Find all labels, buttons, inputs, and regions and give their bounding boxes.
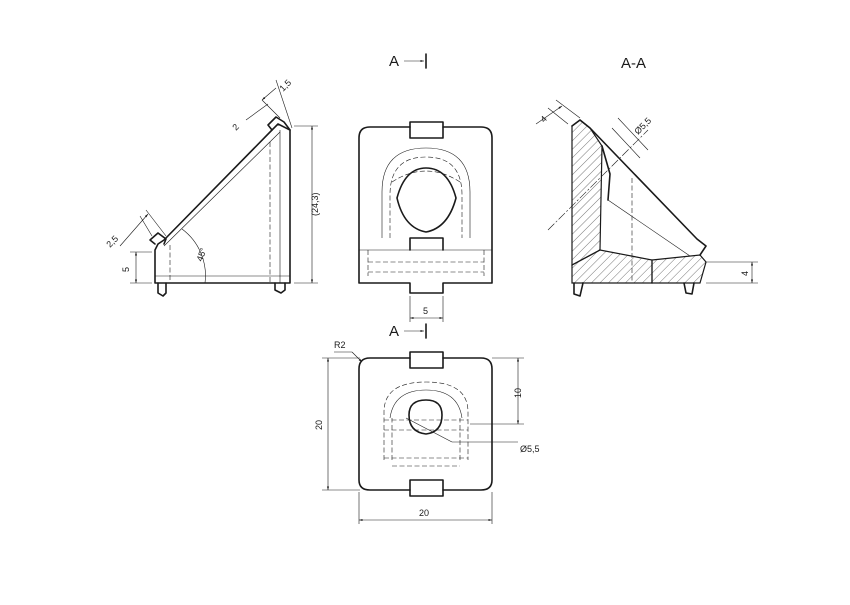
front-view <box>358 53 493 322</box>
dim-5-front: 5 <box>423 306 428 316</box>
side-view <box>119 79 318 297</box>
dim-4-right: 4 <box>740 271 750 276</box>
angle-arc <box>181 228 206 284</box>
dim-4-top: 4 <box>538 114 549 125</box>
dim-diameter-5-5-bottom: Ø5,5 <box>520 444 540 454</box>
dim-45-degrees: 45° <box>194 246 208 263</box>
dim-20-horizontal: 20 <box>419 508 429 518</box>
bottom-view <box>322 323 524 524</box>
section-view <box>535 99 758 297</box>
section-mark-bottom: A <box>389 323 399 340</box>
dim-2: 2 <box>230 122 241 133</box>
dim-r2: R2 <box>334 340 346 350</box>
dim-diameter-5-5-section: Ø5,5 <box>632 116 653 137</box>
dim-5-left: 5 <box>121 267 131 272</box>
dim-10: 10 <box>513 388 523 398</box>
dim-2-5: 2,5 <box>104 233 120 249</box>
section-view-label: A-A <box>621 55 646 72</box>
section-mark-top: A <box>389 53 399 70</box>
dim-20-vertical: 20 <box>314 420 324 430</box>
dim-24-3: (24,3) <box>310 192 320 216</box>
